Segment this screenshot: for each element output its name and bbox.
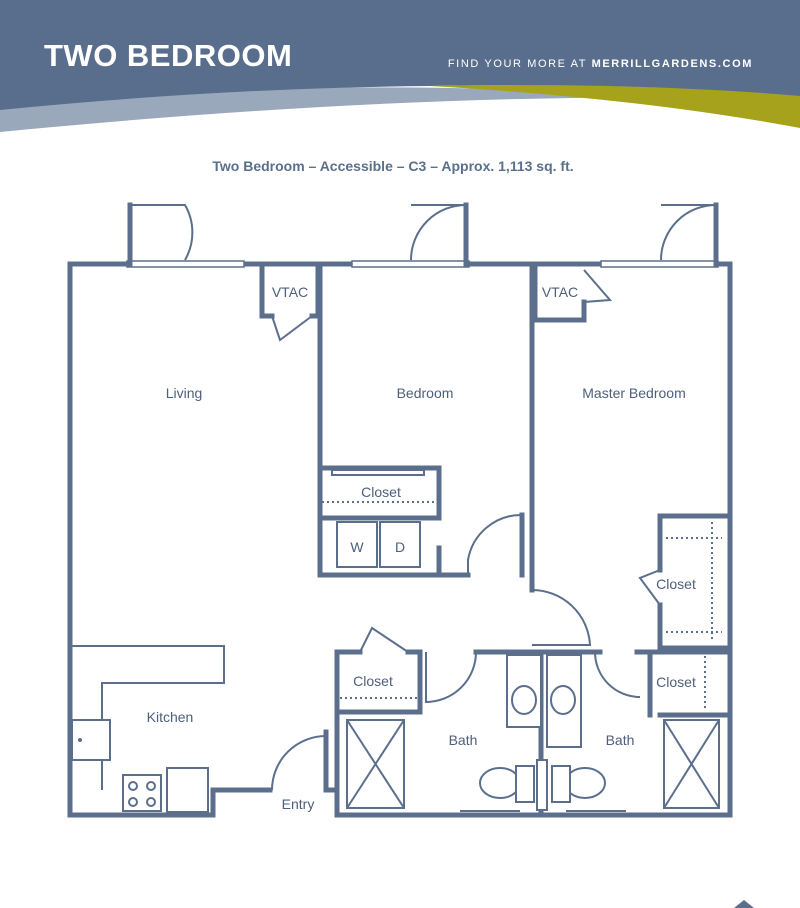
header-olive-swoosh: [430, 85, 800, 128]
refrigerator: [166, 767, 209, 813]
website-link[interactable]: MERRILLGARDENS.COM: [591, 58, 753, 70]
living-label: Living: [166, 385, 203, 401]
bath-fixtures: [346, 654, 720, 812]
vtac-1-label: VTAC: [272, 284, 308, 300]
windows: [126, 260, 719, 268]
entry-label: Entry: [282, 796, 315, 812]
washer: [336, 521, 378, 568]
page-title: TWO BEDROOM: [44, 38, 293, 73]
header-tagline[interactable]: FIND YOUR MORE AT MERRILLGARDENS.COM: [448, 58, 753, 70]
vanity-1: [506, 654, 542, 728]
closet-rods: [322, 469, 722, 710]
stove: [122, 774, 162, 812]
doors: [127, 202, 719, 791]
closet-master-1-label: Closet: [656, 576, 696, 592]
header-gray-swoosh: [0, 87, 800, 132]
dryer-label: D: [395, 539, 405, 555]
kitchen-fixtures: [70, 645, 225, 813]
tagline-prefix: FIND YOUR MORE AT: [447, 58, 592, 70]
corner-mark-icon: [734, 900, 754, 908]
closet-hall-label: Closet: [353, 673, 393, 689]
toilet-1: [479, 767, 521, 799]
vtac-2-label: VTAC: [542, 284, 578, 300]
kitchen-sink: [71, 719, 111, 761]
kitchen-label: Kitchen: [147, 709, 194, 725]
dryer: [379, 521, 421, 568]
laundry-fixtures: [336, 521, 421, 568]
master-bedroom-label: Master Bedroom: [582, 385, 685, 401]
bath-1-label: Bath: [449, 732, 478, 748]
closet-bedroom-label: Closet: [361, 484, 401, 500]
bedroom-label: Bedroom: [397, 385, 454, 401]
header-navy-band: [0, 0, 800, 110]
room-labels: Living Bedroom Master Bedroom Kitchen En…: [147, 284, 696, 812]
plan-subtitle: Two Bedroom – Accessible – C3 – Approx. …: [212, 158, 574, 174]
bath-2-label: Bath: [606, 732, 635, 748]
washer-label: W: [350, 539, 364, 555]
closet-master-2-label: Closet: [656, 674, 696, 690]
header-banner: [0, 0, 800, 132]
